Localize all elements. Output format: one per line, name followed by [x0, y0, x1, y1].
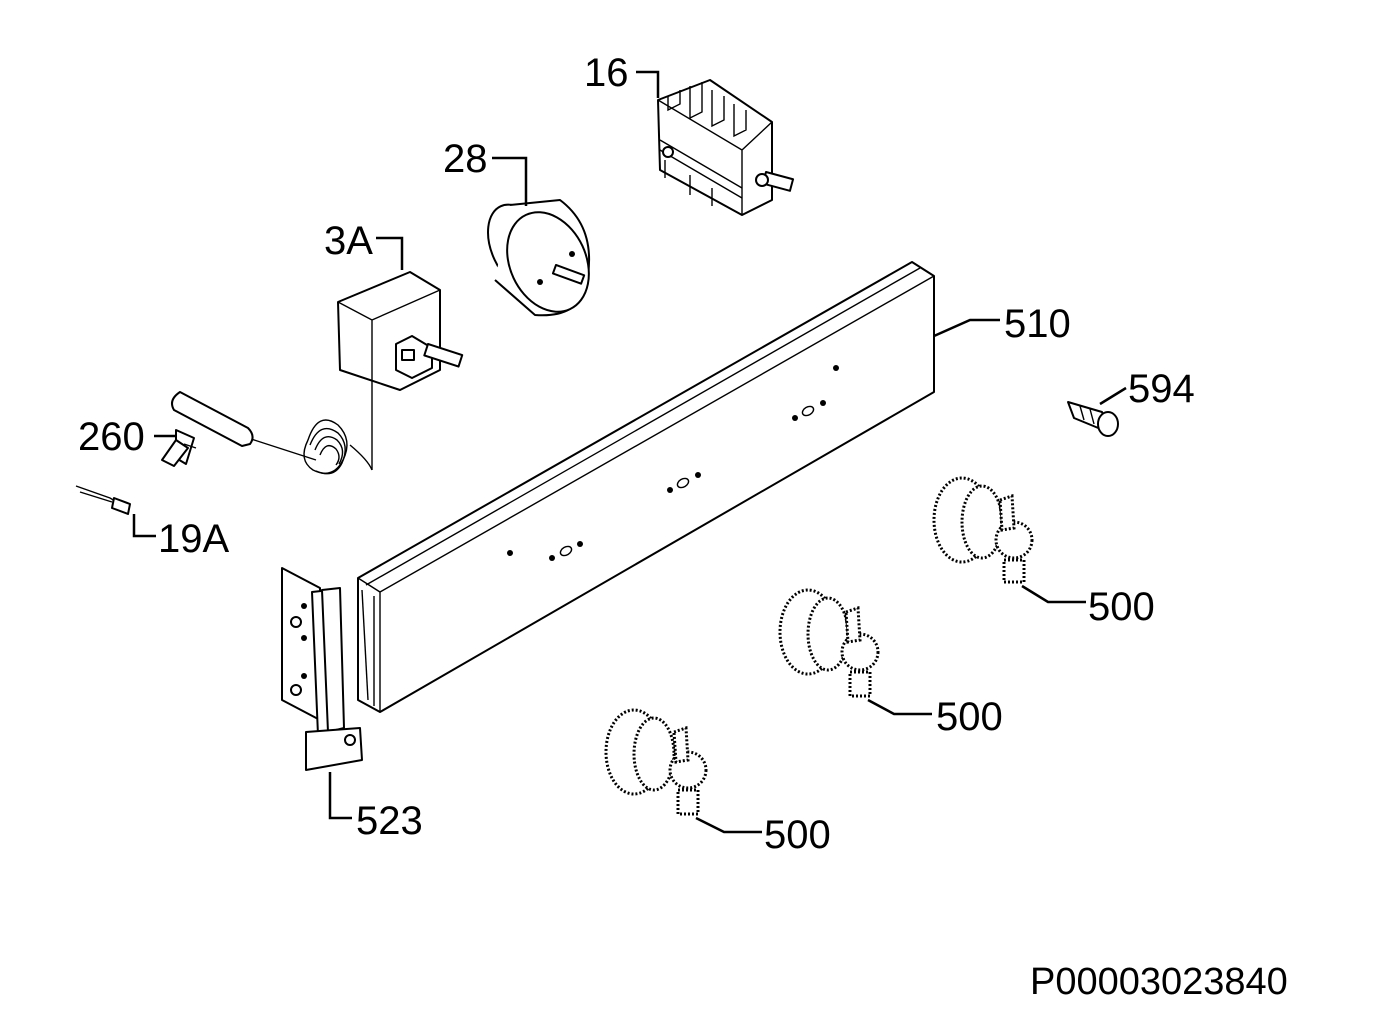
control-knob-part-500-b	[778, 588, 880, 698]
leader-28	[492, 156, 528, 206]
control-knob-part-500-c	[604, 708, 708, 816]
label-3a: 3A	[324, 219, 373, 263]
leader-3a	[376, 236, 404, 270]
label-16: 16	[584, 51, 629, 95]
label-510: 510	[1004, 302, 1071, 346]
leader-500-a	[1021, 584, 1086, 604]
leader-510	[933, 318, 1000, 338]
drawing-code: P00003023840	[1030, 961, 1288, 1003]
label-28: 28	[443, 137, 488, 181]
label-500-a: 500	[1088, 585, 1155, 629]
leader-19a	[132, 514, 156, 538]
leader-523	[328, 772, 352, 820]
leader-500-b	[867, 698, 932, 716]
label-260: 260	[78, 415, 145, 459]
indicator-lamp-part-594	[1067, 401, 1119, 437]
leader-594	[1099, 386, 1127, 406]
label-500-c: 500	[764, 813, 831, 857]
control-panel-part-510	[357, 261, 935, 713]
lamp-lead-part-19a	[75, 485, 131, 515]
label-500-b: 500	[936, 695, 1003, 739]
control-knob-part-500-a	[932, 476, 1034, 584]
leader-16	[636, 70, 660, 98]
leader-500-c	[695, 816, 762, 834]
energy-regulator-part-28	[487, 199, 591, 317]
selector-switch-part-16	[657, 79, 795, 216]
bracket-part-523	[281, 567, 363, 771]
clip-part-260	[161, 429, 197, 467]
label-19a: 19A	[158, 517, 229, 561]
thermostat-part-3a	[171, 271, 464, 475]
label-523: 523	[356, 799, 423, 843]
label-594: 594	[1128, 367, 1195, 411]
